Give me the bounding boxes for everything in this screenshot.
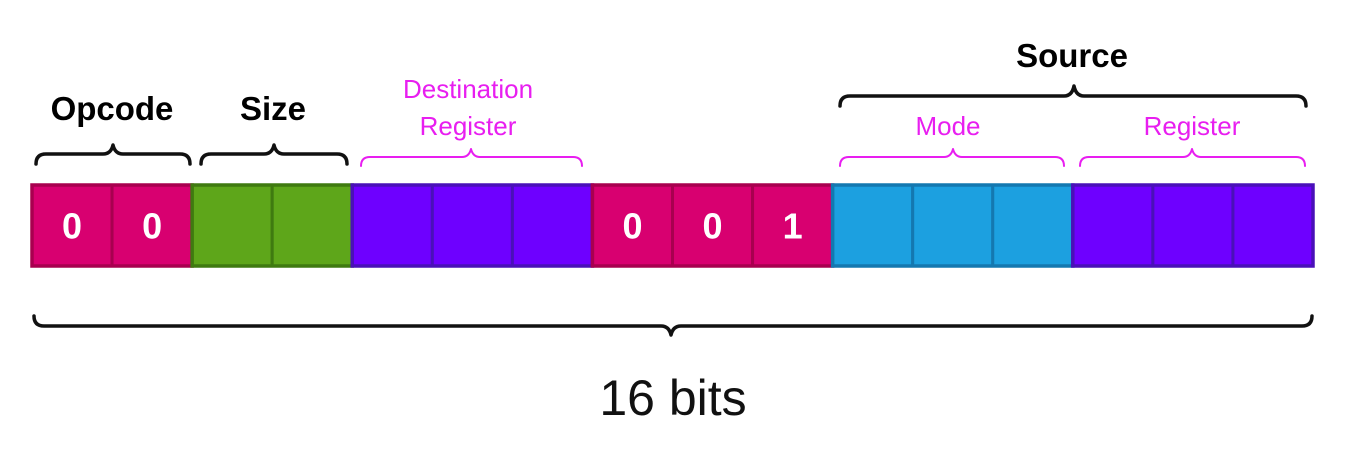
opcode-label: Opcode	[51, 90, 174, 127]
destination-label-line1: Destination	[403, 74, 533, 104]
bit-cell-size	[270, 183, 354, 268]
bit-cell-destination-register	[430, 183, 514, 268]
destination-register-brace	[360, 148, 583, 167]
bit-cell-source-mode	[991, 183, 1075, 268]
bit-cell-source-register	[1071, 183, 1155, 268]
bit-cell-source-mode	[831, 183, 915, 268]
total-bits-brace	[32, 314, 1314, 337]
bit-value: 0	[622, 206, 642, 247]
mode-label: Mode	[915, 111, 980, 141]
size-brace	[199, 143, 349, 166]
opcode-brace	[34, 143, 192, 166]
source-register-label: Register	[1144, 111, 1241, 141]
source-brace	[838, 84, 1308, 108]
bit-value: 0	[62, 206, 82, 247]
mode-brace	[839, 148, 1065, 167]
source-label: Source	[1016, 37, 1128, 74]
bit-value: 1	[783, 206, 803, 247]
destination-label-line2: Register	[420, 111, 517, 141]
source-register-brace	[1079, 148, 1306, 167]
bit-cell-destination-register	[350, 183, 434, 268]
total-bits-label: 16 bits	[599, 370, 746, 426]
bit-cell-source-register	[1231, 183, 1315, 268]
bit-cell-source-mode	[911, 183, 995, 268]
bit-cell-size	[190, 183, 274, 268]
bit-cells: 0 0 0 0 1	[30, 183, 1315, 268]
field-border-source-register	[1071, 183, 1315, 268]
size-label: Size	[240, 90, 306, 127]
bit-cell-destination-register	[510, 183, 594, 268]
bit-value: 0	[142, 206, 162, 247]
bit-cell-source-register	[1151, 183, 1235, 268]
bit-value: 0	[703, 206, 723, 247]
